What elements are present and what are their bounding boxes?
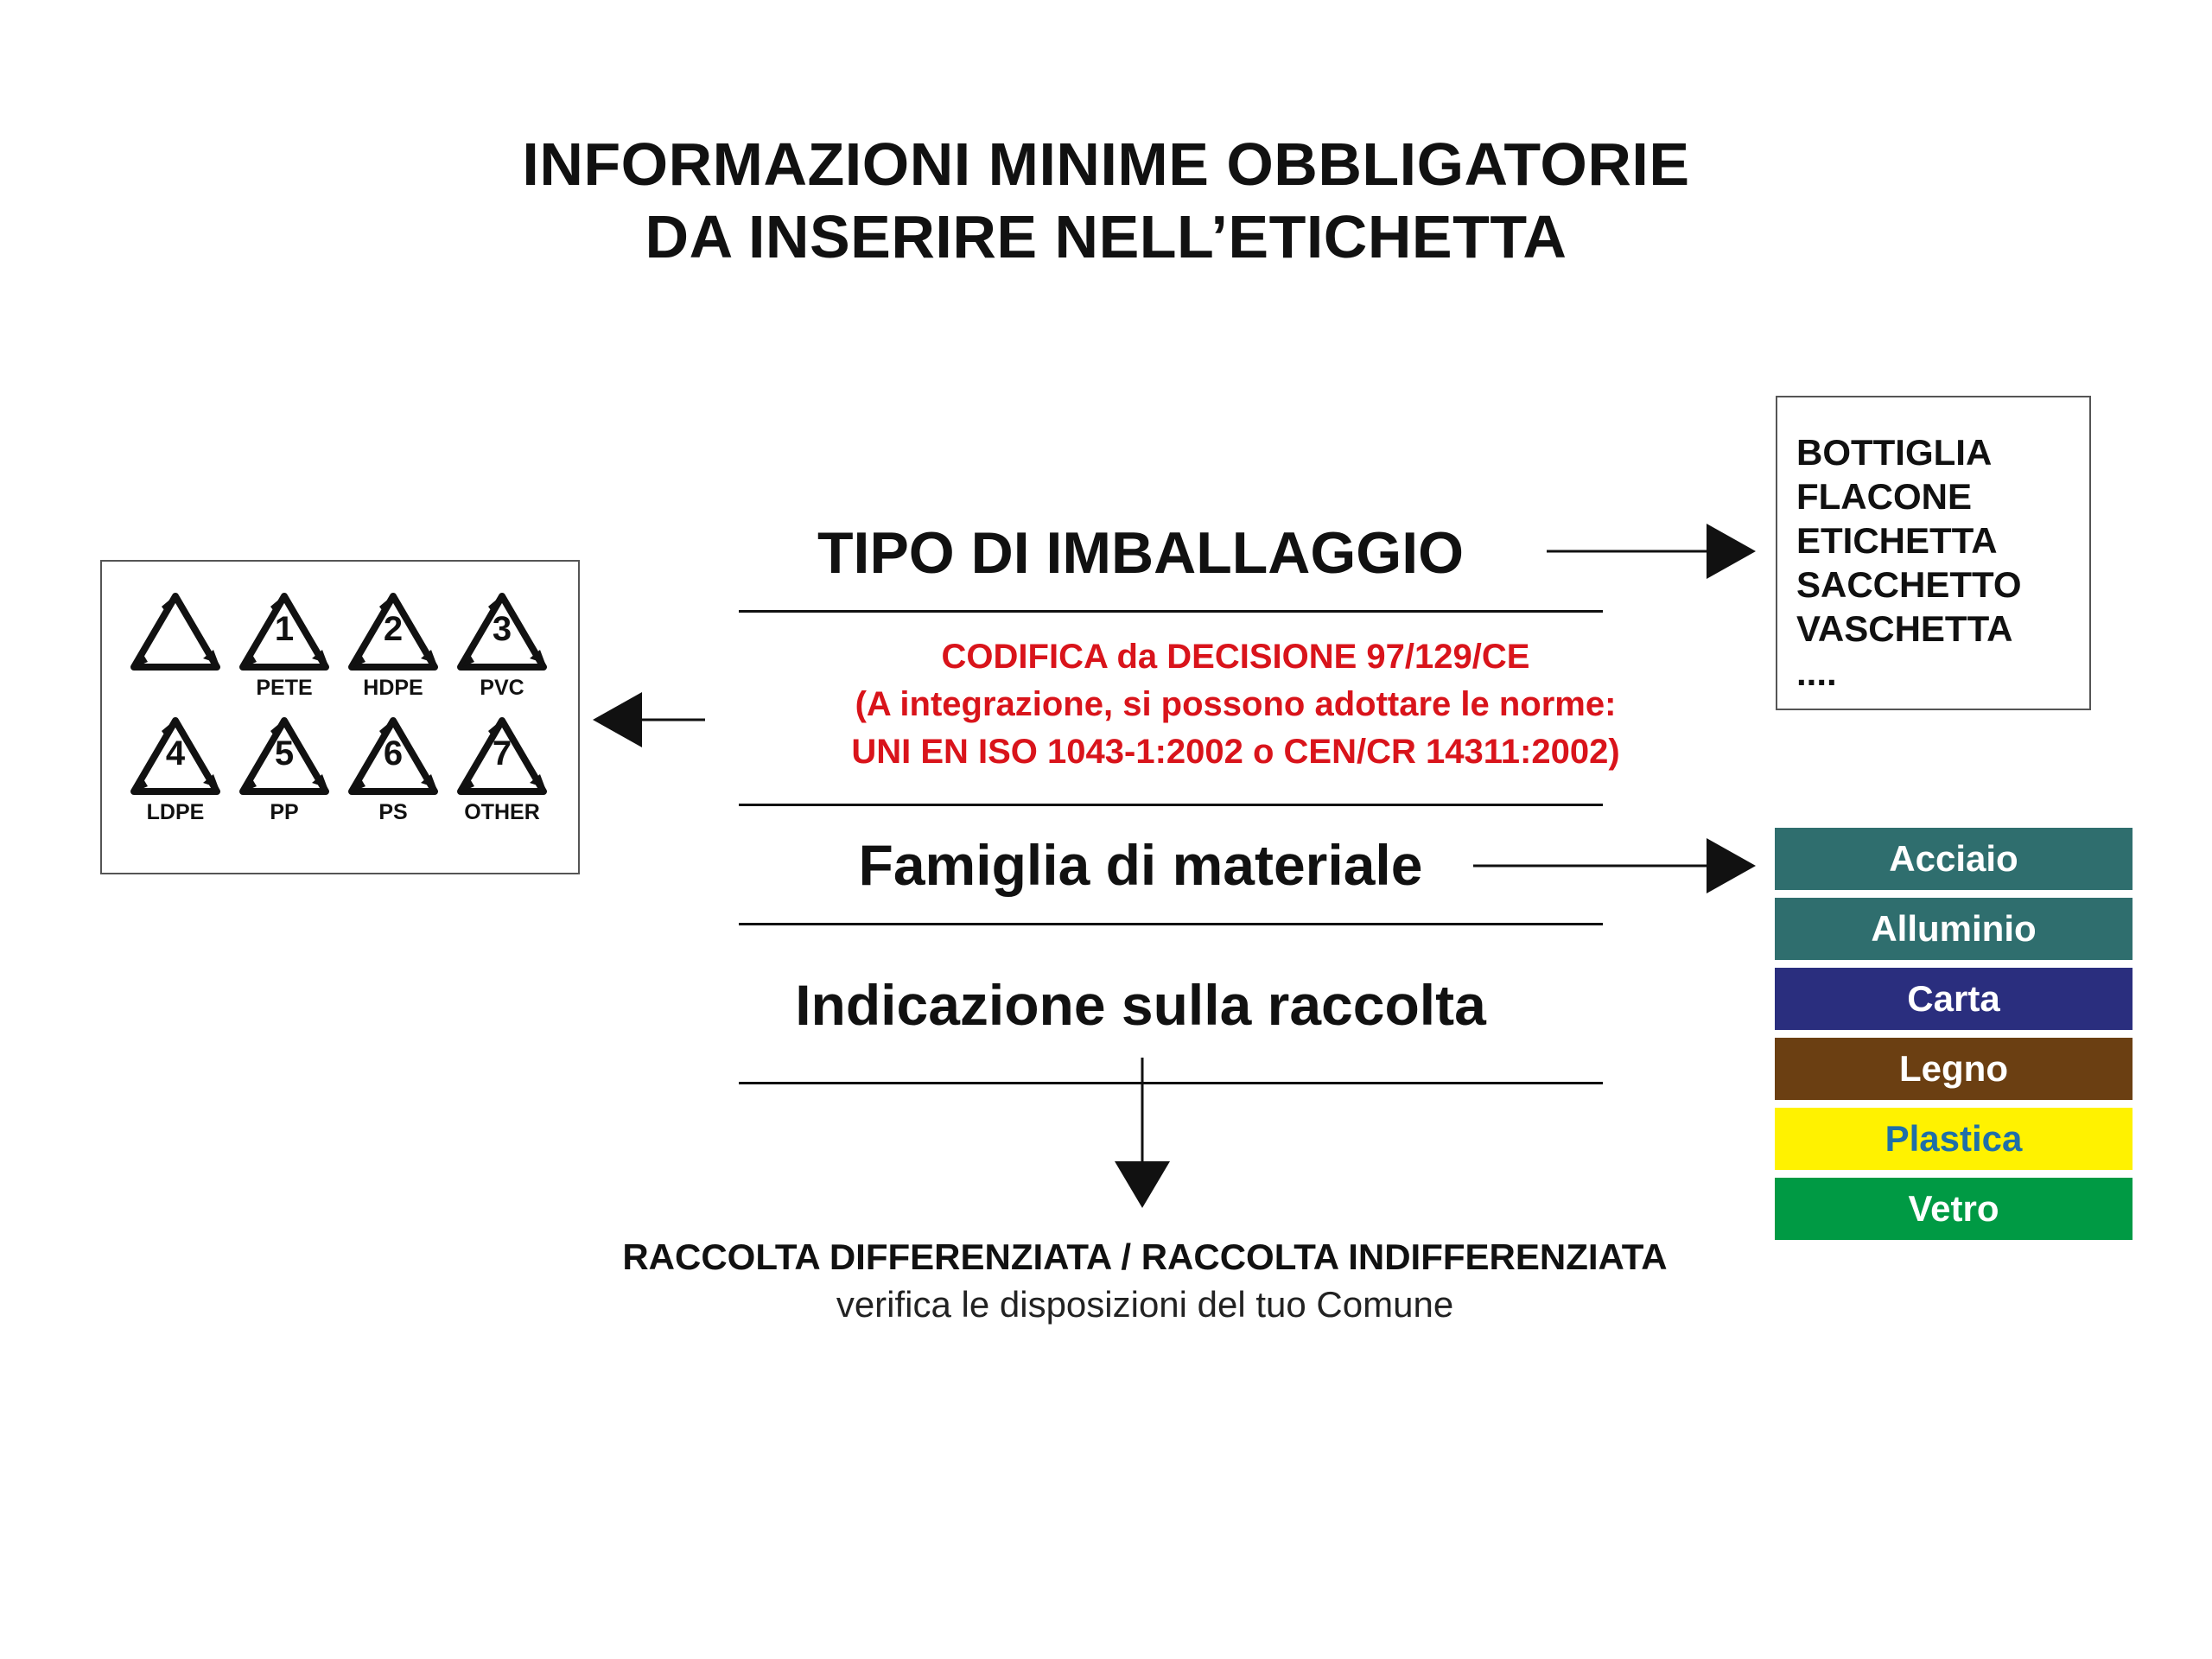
resin-code-number: 5 (274, 734, 295, 772)
resin-code-number: 1 (274, 610, 295, 648)
material-swatch: Acciaio (1775, 828, 2133, 890)
material-swatch: Legno (1775, 1038, 2133, 1100)
raccolta-note: verifica le disposizioni del tuo Comune (836, 1284, 1454, 1325)
packaging-types-box: BOTTIGLIA FLACONE ETICHETTA SACCHETTO VA… (1776, 396, 2091, 710)
material-swatch: Carta (1775, 968, 2133, 1030)
resin-code-abbr: LDPE (146, 800, 205, 824)
tipo-imballaggio-heading: TIPO DI IMBALLAGGIO (817, 520, 1464, 586)
resin-code-abbr: HDPE (363, 676, 423, 700)
recycle-triangle-icon (239, 593, 329, 671)
famiglia-materiale-heading: Famiglia di materiale (858, 833, 1423, 897)
arrow-down-head (1115, 1161, 1170, 1208)
recycle-triangle-icon (239, 717, 329, 795)
resin-code-number: 4 (165, 734, 186, 772)
page-title: INFORMAZIONI MINIME OBBLIGATORIE DA INSE… (0, 128, 2212, 273)
resin-code-abbr: OTHER (464, 800, 540, 824)
resin-code-number: 2 (383, 610, 404, 648)
divider-3 (739, 923, 1603, 925)
codifica-line-1: CODIFICA da DECISIONE 97/129/CE (941, 638, 1530, 676)
arrow-to-resin-head (593, 692, 642, 747)
recycle-triangle-icon (457, 717, 547, 795)
arrow-to-packaging-head (1707, 524, 1756, 579)
divider-4 (739, 1082, 1603, 1084)
resin-codes-box (100, 560, 580, 874)
resin-code-abbr: PVC (480, 676, 524, 700)
divider-1 (739, 610, 1603, 613)
recycle-triangle-icon (348, 717, 438, 795)
resin-code-symbol (124, 589, 227, 702)
packaging-type: ETICHETTA (1796, 520, 1998, 561)
packaging-type: BOTTIGLIA (1796, 432, 1993, 473)
material-swatch: Plastica (1775, 1108, 2133, 1170)
material-swatch: Vetro (1775, 1178, 2133, 1240)
resin-code-number: 7 (492, 734, 512, 772)
title-line-1: INFORMAZIONI MINIME OBBLIGATORIE (522, 130, 1690, 198)
title-line-2: DA INSERIRE NELL’ETICHETTA (645, 203, 1567, 270)
recycle-triangle-icon (130, 717, 220, 795)
recycle-triangle-icon (457, 593, 547, 671)
recycle-triangle-icon (348, 593, 438, 671)
packaging-type: VASCHETTA (1796, 608, 2013, 649)
packaging-type: .... (1796, 652, 1837, 693)
packaging-type: FLACONE (1796, 476, 1972, 517)
raccolta-heading: Indicazione sulla raccolta (795, 973, 1486, 1037)
resin-code-abbr: PP (270, 800, 299, 824)
resin-code-abbr: PS (378, 800, 408, 824)
raccolta-types: RACCOLTA DIFFERENZIATA / RACCOLTA INDIFF… (622, 1236, 1668, 1277)
resin-code-number: 3 (492, 610, 512, 648)
packaging-type: SACCHETTO (1796, 564, 2022, 605)
codifica-line-3: UNI EN ISO 1043-1:2002 o CEN/CR 14311:20… (851, 733, 1620, 771)
codifica-line-2: (A integrazione, si possono adottare le … (855, 685, 1617, 723)
arrow-to-materials-head (1707, 838, 1756, 893)
material-swatch: Alluminio (1775, 898, 2133, 960)
resin-code-number: 6 (383, 734, 404, 772)
recycle-triangle-icon (130, 593, 220, 671)
divider-2 (739, 804, 1603, 806)
resin-code-abbr: PETE (256, 676, 313, 700)
